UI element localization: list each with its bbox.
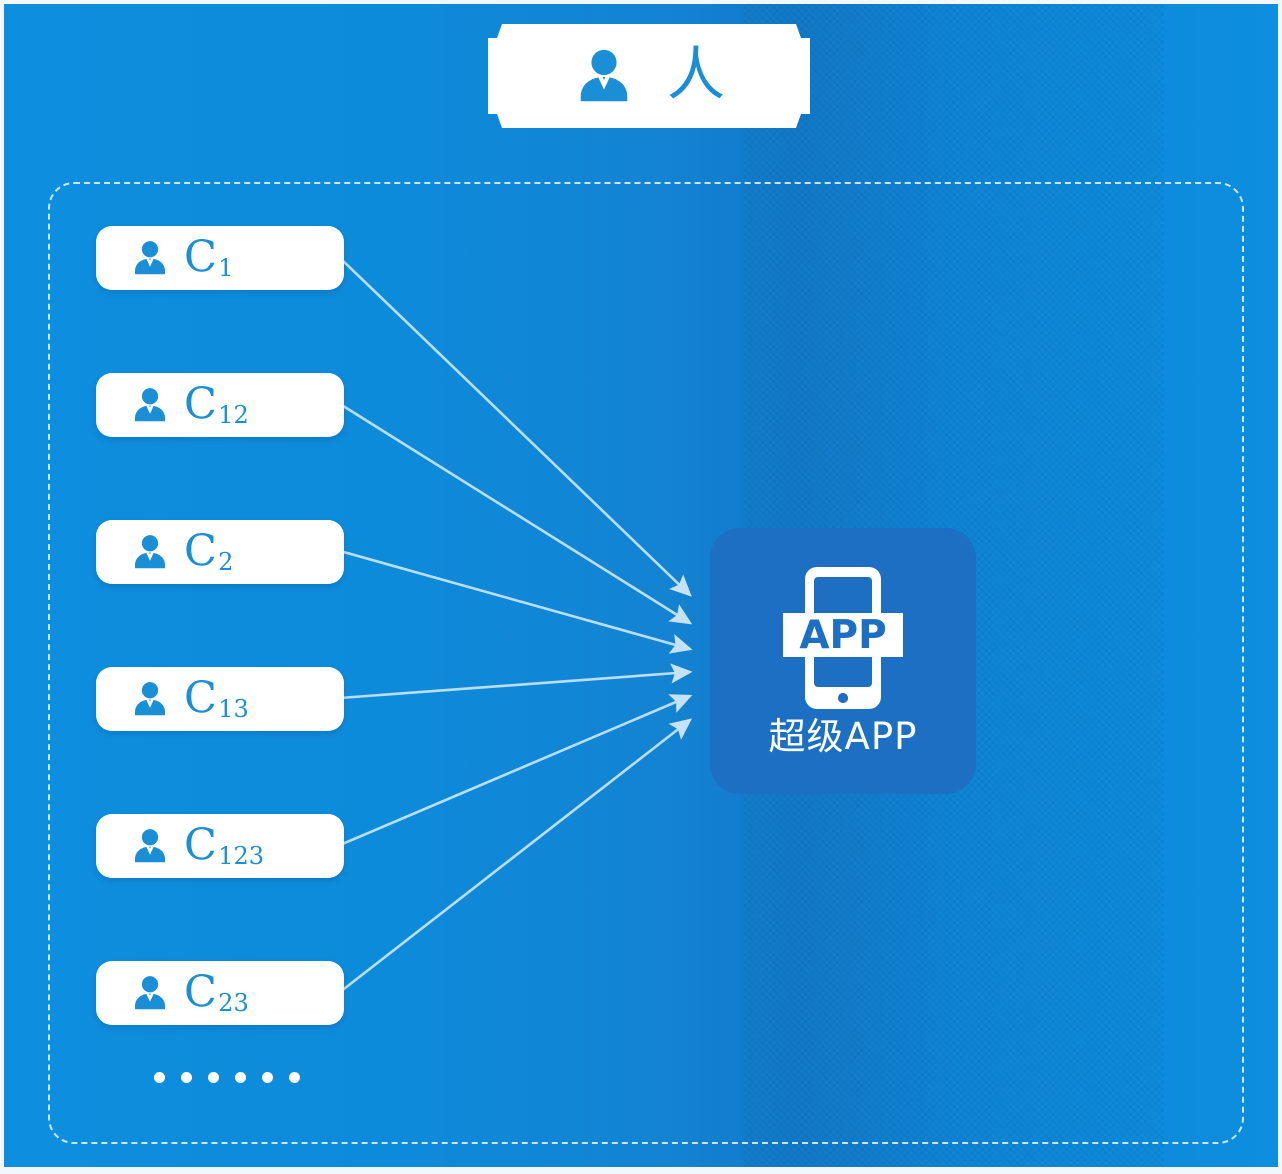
customer-node[interactable]: C123: [96, 814, 344, 878]
customer-node[interactable]: C2: [96, 520, 344, 584]
person-icon: [130, 679, 170, 719]
ellipsis-dot: [262, 1072, 273, 1083]
super-app-label: 超级APP: [768, 714, 918, 758]
ellipsis-dot: [289, 1072, 300, 1083]
grouping-dashed-container: [48, 182, 1244, 1144]
person-icon: [130, 973, 170, 1013]
ellipsis-dot: [208, 1072, 219, 1083]
customer-node-label: C12: [184, 378, 249, 430]
customer-node-label: C13: [184, 672, 249, 724]
customer-node-label: C2: [184, 525, 234, 577]
ellipsis-dot: [154, 1072, 165, 1083]
tablet-app-icon: APP: [781, 565, 905, 711]
person-icon: [130, 826, 170, 866]
diagram-background: 人: [4, 4, 1278, 1167]
customer-node-label: C1: [184, 231, 234, 283]
ellipsis-dot: [181, 1072, 192, 1083]
ellipsis-dot: [235, 1072, 246, 1083]
title-box: 人: [488, 24, 810, 128]
person-icon: [573, 45, 635, 107]
super-app-node[interactable]: APP 超级APP: [710, 528, 976, 794]
customer-node-label: C23: [184, 966, 249, 1018]
customer-node-label: C123: [184, 819, 265, 871]
customer-node[interactable]: C23: [96, 961, 344, 1025]
customer-node[interactable]: C12: [96, 373, 344, 437]
title-label: 人: [666, 40, 725, 108]
ellipsis-dots: [154, 1072, 300, 1083]
customer-node[interactable]: C1: [96, 226, 344, 290]
app-icon-text: APP: [799, 613, 886, 658]
person-icon: [130, 385, 170, 425]
person-icon: [130, 238, 170, 278]
customer-node[interactable]: C13: [96, 667, 344, 731]
person-icon: [130, 532, 170, 572]
